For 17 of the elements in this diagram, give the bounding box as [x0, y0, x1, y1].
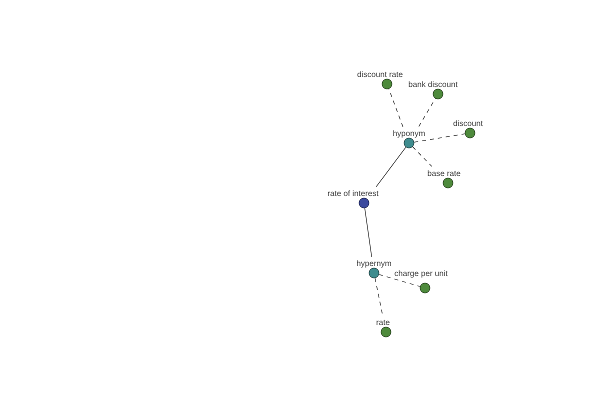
- node-label: hypernym: [357, 260, 392, 268]
- node-label: discount rate: [357, 71, 403, 78]
- connector-line: [412, 146, 432, 167]
- connector-line: [378, 274, 420, 287]
- node-label: rate of interest: [328, 190, 378, 196]
- node-label: hyponym: [393, 130, 425, 138]
- connector-line: [418, 98, 436, 127]
- connector-line: [414, 134, 466, 142]
- connector-line: [388, 88, 404, 128]
- connector-line: [376, 146, 406, 188]
- connector-line: [374, 278, 383, 316]
- node-label: base rate: [428, 170, 460, 176]
- node-label: charge per unit: [394, 270, 448, 278]
- node-label: rate: [376, 320, 390, 326]
- node-label: bank discount: [408, 81, 458, 88]
- node-label: discount: [453, 120, 483, 126]
- connector-line: [364, 208, 372, 258]
